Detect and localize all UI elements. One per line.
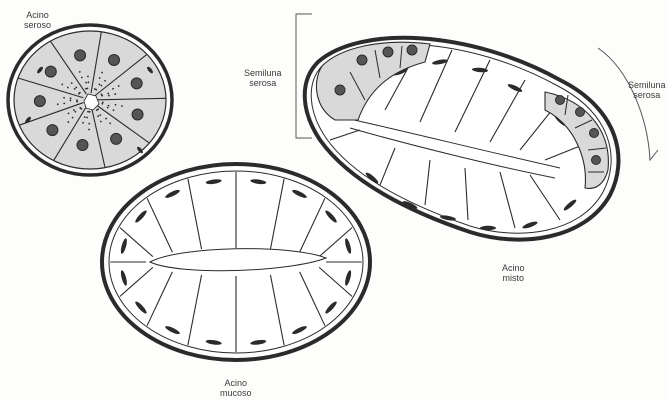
serous-cell-nucleus bbox=[131, 78, 142, 89]
serous-demilune-left-label: Semiluna serosa bbox=[244, 68, 282, 88]
serous-granule bbox=[113, 109, 115, 111]
mixed-acinus bbox=[305, 38, 619, 240]
serous-granule bbox=[86, 117, 88, 119]
serous-granule bbox=[85, 88, 87, 90]
left-demilune-nucleus bbox=[383, 47, 393, 57]
mixed-acinus-label-line1: Acino bbox=[502, 263, 525, 273]
serous-granule bbox=[75, 86, 77, 88]
serous-granule bbox=[108, 95, 110, 97]
serous-granule bbox=[114, 93, 116, 95]
mucous-acinus-label-line2: mucoso bbox=[220, 388, 252, 398]
serous-granule bbox=[107, 93, 109, 95]
serous-granule bbox=[104, 80, 106, 82]
serous-cell-nucleus bbox=[111, 133, 122, 144]
serous-granule bbox=[108, 105, 110, 107]
right-demilune-nucleus bbox=[576, 108, 585, 117]
mixed-acinus-label: Acino misto bbox=[502, 263, 525, 283]
serous-cell-nucleus bbox=[34, 96, 45, 107]
serous-granule bbox=[121, 105, 123, 107]
serous-granule bbox=[95, 89, 97, 91]
serous-demilune-right-label-line2: serosa bbox=[628, 90, 666, 100]
serous-granule bbox=[67, 121, 69, 123]
serous-granule bbox=[101, 95, 103, 97]
serous-cell-nucleus bbox=[75, 50, 86, 61]
mucous-acinus-label: Acino mucoso bbox=[220, 378, 252, 398]
serous-granule bbox=[61, 84, 63, 86]
serous-granule bbox=[67, 87, 69, 89]
serous-granule bbox=[68, 113, 70, 115]
serous-granule bbox=[112, 88, 114, 90]
serous-granule bbox=[97, 115, 99, 117]
serous-granule bbox=[87, 76, 89, 78]
serous-acinus-label-line1: Acino bbox=[24, 10, 51, 20]
serous-granule bbox=[72, 117, 74, 119]
serous-granule bbox=[85, 82, 87, 84]
left-demilune-nucleus bbox=[357, 55, 367, 65]
serous-granule bbox=[87, 111, 89, 113]
serous-granule bbox=[89, 111, 91, 113]
serous-acinus-label-line2: seroso bbox=[24, 20, 51, 30]
serous-granule bbox=[57, 103, 59, 105]
serous-acinus bbox=[8, 25, 172, 175]
serous-granule bbox=[81, 77, 83, 79]
mixed-acinus-label-line2: misto bbox=[502, 273, 525, 283]
serous-demilune-left-label-line1: Semiluna bbox=[244, 68, 282, 78]
left-demilune-nucleus bbox=[407, 45, 417, 55]
mixed-mucous-cell-nucleus bbox=[480, 226, 496, 230]
right-demilune-nucleus bbox=[592, 156, 601, 165]
serous-demilune-left-label-line2: serosa bbox=[244, 78, 282, 88]
serous-granule bbox=[82, 122, 84, 124]
serous-demilune-right-label-line1: Semiluna bbox=[628, 80, 666, 90]
serous-granule bbox=[101, 72, 103, 74]
serous-granule bbox=[98, 84, 100, 86]
serous-granule bbox=[107, 107, 109, 109]
serous-granule bbox=[115, 104, 117, 106]
serous-cell-nucleus bbox=[77, 140, 88, 151]
serous-granule bbox=[74, 88, 76, 90]
serous-granule bbox=[70, 97, 72, 99]
mucous-acinus-label-line1: Acino bbox=[220, 378, 252, 388]
serous-granule bbox=[79, 107, 81, 109]
serous-granule bbox=[63, 103, 65, 105]
serous-cell-nucleus bbox=[47, 125, 58, 136]
serous-granule bbox=[88, 81, 90, 83]
serous-granule bbox=[73, 109, 75, 111]
serous-granule bbox=[70, 100, 72, 102]
serous-cell-nucleus bbox=[132, 109, 143, 120]
serous-granule bbox=[79, 71, 81, 73]
serous-granule bbox=[74, 111, 76, 113]
serous-granule bbox=[101, 103, 103, 105]
left-demilune-nucleus bbox=[335, 85, 345, 95]
serous-cell-nucleus bbox=[109, 55, 120, 66]
serous-acinus-label: Acino seroso bbox=[24, 10, 51, 30]
right-demilune-nucleus bbox=[556, 96, 565, 105]
serous-granule bbox=[99, 77, 101, 79]
serous-granule bbox=[105, 118, 107, 120]
serous-granule bbox=[88, 129, 90, 131]
serous-granule bbox=[76, 99, 78, 101]
right-demilune-nucleus bbox=[590, 129, 599, 138]
serous-granule bbox=[87, 88, 89, 90]
serous-granule bbox=[71, 82, 73, 84]
mucous-acinus bbox=[102, 164, 370, 360]
serous-granule bbox=[79, 92, 81, 94]
serous-demilune-right-label: Semiluna serosa bbox=[628, 80, 666, 100]
serous-granule bbox=[99, 114, 101, 116]
serous-granule bbox=[100, 85, 102, 87]
serous-granule bbox=[100, 121, 102, 123]
serous-cell-nucleus bbox=[45, 66, 56, 77]
serous-granule bbox=[96, 109, 98, 111]
serous-granule bbox=[84, 116, 86, 118]
serous-granule bbox=[63, 97, 65, 99]
serous-granule bbox=[88, 123, 90, 125]
serous-granule bbox=[118, 85, 120, 87]
serous-granule bbox=[109, 122, 111, 124]
